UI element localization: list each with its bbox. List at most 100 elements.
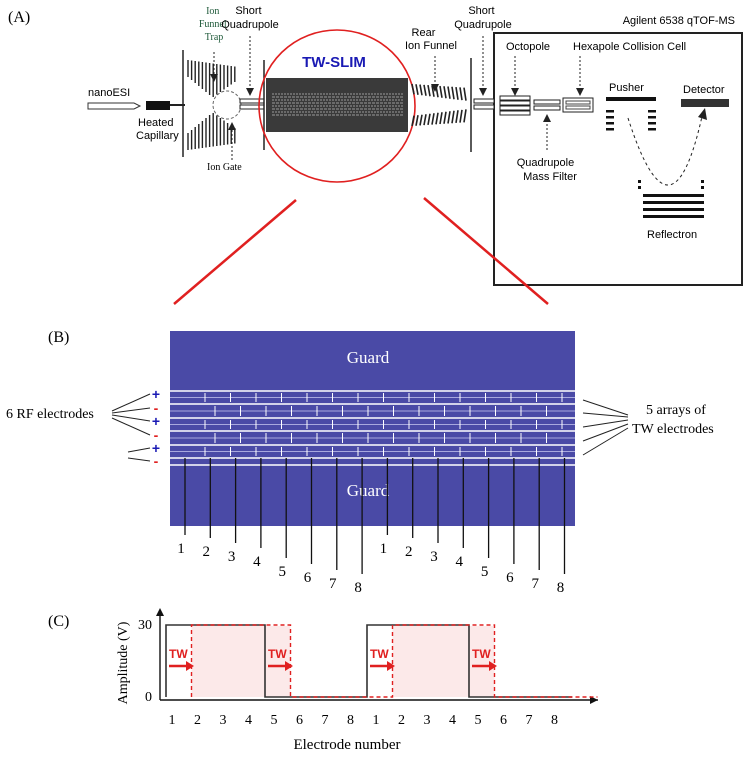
heated-capillary-block bbox=[146, 101, 170, 110]
waveform-shifted bbox=[190, 624, 598, 698]
electrode-number: 1 bbox=[177, 541, 185, 557]
x-tick-label: 2 bbox=[398, 713, 405, 728]
rear-funnel-electrode-bottom bbox=[439, 112, 443, 125]
detector-label: Detector bbox=[683, 84, 725, 96]
tw-slim-module bbox=[266, 78, 408, 132]
tw-tag: TW bbox=[472, 647, 491, 661]
tw-slim-highlight bbox=[258, 29, 416, 183]
x-axis-arrow bbox=[590, 696, 598, 704]
x-tick-label: 8 bbox=[551, 713, 558, 728]
hexapole-label: Hexapole Collision Cell bbox=[573, 41, 686, 53]
x-tick-label: 4 bbox=[245, 713, 252, 728]
electrode-number: 7 bbox=[329, 576, 337, 592]
pusher-label: Pusher bbox=[609, 82, 644, 94]
rf-sign-6: - bbox=[154, 453, 159, 469]
rf-sign-1: + bbox=[152, 386, 160, 402]
x-tick-label: 1 bbox=[373, 713, 380, 728]
rear-funnel-electrode-bottom bbox=[455, 110, 459, 124]
waveform-solid bbox=[165, 624, 572, 698]
qmf-pointer-head bbox=[543, 114, 551, 122]
rear-funnel-electrode-top bbox=[431, 85, 435, 97]
zoom-line-left bbox=[173, 199, 297, 305]
electrode-number: 1 bbox=[380, 541, 388, 557]
shifted-pulse-fill bbox=[191, 626, 291, 697]
detector bbox=[681, 99, 729, 107]
rear-funnel-electrode-top bbox=[459, 87, 463, 101]
tw-shift-arrowhead bbox=[489, 661, 497, 671]
rear-funnel-electrode-bottom bbox=[431, 113, 435, 125]
gate-pointer-head bbox=[228, 122, 236, 130]
electrode-number: 5 bbox=[481, 564, 489, 580]
hexapole-collision-cell bbox=[562, 97, 594, 113]
zoom-line-right bbox=[423, 197, 549, 305]
electrode-number: 6 bbox=[304, 570, 312, 586]
rear-funnel-electrode-top bbox=[443, 86, 447, 99]
rear-funnel-electrode-bottom bbox=[443, 111, 447, 124]
rear-funnel-electrode-top bbox=[419, 84, 423, 96]
sq2-rod-bottom bbox=[473, 104, 495, 110]
rear-funnel-electrode-bottom bbox=[447, 111, 451, 124]
rear-funnel-electrode-bottom bbox=[451, 110, 455, 124]
rear-funnel-electrode-top bbox=[439, 85, 443, 98]
electrode-number-lines bbox=[184, 458, 566, 574]
pusher bbox=[606, 97, 656, 101]
sq1-rod-top bbox=[239, 98, 265, 104]
trap-region bbox=[212, 90, 242, 120]
rf-sign-5: + bbox=[152, 440, 160, 456]
electrode-number: 4 bbox=[253, 554, 261, 570]
rf-sign-3: + bbox=[152, 413, 160, 429]
tw-shift-arrowhead bbox=[387, 661, 395, 671]
rear-funnel-pointer-head bbox=[431, 84, 439, 92]
x-tick-label: 2 bbox=[194, 713, 201, 728]
tw-shift-arrowhead bbox=[285, 661, 293, 671]
x-tick-label: 3 bbox=[424, 713, 431, 728]
rear-funnel-electrode-bottom bbox=[459, 109, 463, 123]
octopole-pointer-head bbox=[511, 88, 519, 96]
sq1-pointer-head bbox=[246, 88, 254, 96]
electrode-number: 4 bbox=[456, 554, 464, 570]
guard-top-label: Guard bbox=[347, 348, 390, 367]
tw-tag: TW bbox=[268, 647, 287, 661]
rear-funnel-electrode-bottom bbox=[435, 112, 439, 125]
tw-slim-channels bbox=[272, 93, 404, 116]
rear-funnel-electrode-top bbox=[423, 84, 427, 96]
x-tick-label: 8 bbox=[347, 713, 354, 728]
rf-sign-2: - bbox=[154, 400, 159, 416]
y-tick-label: 0 bbox=[145, 690, 152, 705]
tw-electrodes-label: 5 arrays of TW electrodes bbox=[632, 403, 714, 437]
rf-signs: + - + - + - bbox=[152, 386, 160, 469]
shifted-pulse-fill bbox=[392, 626, 495, 697]
rear-funnel-electrode-bottom bbox=[415, 115, 419, 126]
sq1-rod-bottom bbox=[239, 104, 265, 110]
electrode-number: 5 bbox=[278, 564, 286, 580]
tw-tag: TW bbox=[370, 647, 389, 661]
rf-leader-lines bbox=[111, 393, 151, 462]
rear-funnel-electrode-top bbox=[463, 87, 467, 101]
rear-funnel-electrode-bottom bbox=[427, 113, 431, 126]
slim-board bbox=[170, 331, 575, 526]
x-axis-label: Electrode number bbox=[293, 737, 400, 753]
panel-label-c: (C) bbox=[48, 613, 69, 630]
electrode-number: 2 bbox=[203, 544, 211, 560]
hexapole-pointer-head bbox=[576, 88, 584, 96]
tw-leader-lines bbox=[582, 399, 629, 456]
electrode-grid bbox=[170, 390, 575, 466]
rear-funnel-electrode-top bbox=[411, 83, 415, 95]
rear-ion-funnel bbox=[411, 83, 467, 127]
tw-slim-label: TW-SLIM bbox=[302, 54, 366, 71]
x-tick-label: 3 bbox=[220, 713, 227, 728]
octopole bbox=[499, 95, 531, 116]
electrode-number: 3 bbox=[430, 549, 438, 565]
instrument-label: Agilent 6538 qTOF-MS bbox=[623, 15, 735, 27]
x-tick-label: 7 bbox=[526, 713, 533, 728]
rear-funnel-electrode-bottom bbox=[419, 114, 423, 126]
trap-pointer-head bbox=[210, 74, 218, 82]
electrode-number: 2 bbox=[405, 544, 413, 560]
electrode-number: 8 bbox=[354, 580, 362, 596]
y-axis-arrow bbox=[156, 608, 164, 616]
qtof-box bbox=[493, 32, 743, 286]
sq2-rod-top bbox=[473, 98, 495, 104]
pusher-grids bbox=[606, 110, 656, 131]
